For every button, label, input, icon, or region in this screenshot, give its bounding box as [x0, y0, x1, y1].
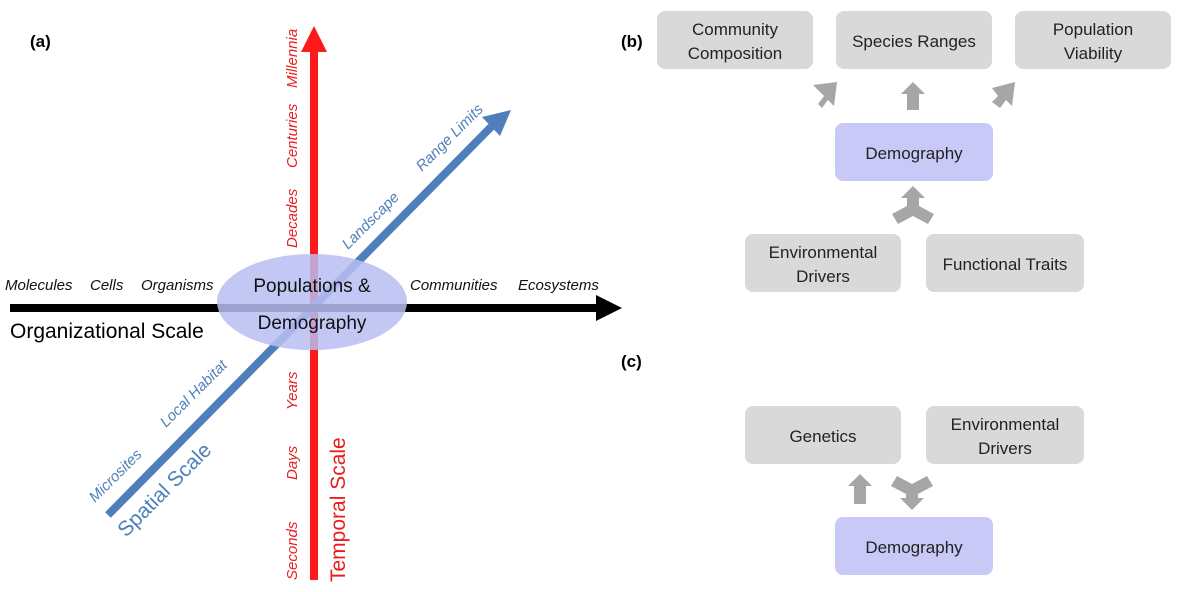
org-level-molecules: Molecules [5, 277, 73, 294]
box-population-viability-line1: Population [1053, 20, 1133, 39]
box-species-ranges-label: Species Ranges [852, 32, 976, 51]
arrow-inputs-to-demography [892, 186, 934, 224]
box-environmental-drivers-c [926, 406, 1084, 464]
panel-b-label: (b) [621, 32, 643, 51]
panel-a-label: (a) [30, 32, 51, 51]
box-genetics [745, 406, 901, 464]
arrow-environmental-to-demography [891, 476, 933, 510]
box-species-ranges [836, 11, 992, 69]
box-population-viability [1015, 11, 1171, 69]
temporal-scale-label: Temporal Scale [327, 437, 350, 582]
ellipse-title-line2: Demography [258, 313, 367, 334]
populations-demography-ellipse [217, 254, 407, 350]
temporal-level-years: Years [284, 371, 301, 410]
box-environmental-drivers-b [745, 234, 901, 292]
box-community-composition-line1: Community [692, 20, 778, 39]
organizational-scale-label: Organizational Scale [10, 320, 204, 343]
temporal-level-decades: Decades [284, 188, 301, 248]
org-level-organisms: Organisms [141, 277, 214, 294]
box-demography-c-label: Demography [865, 538, 963, 557]
box-environmental-drivers-c-line2: Drivers [978, 439, 1032, 458]
temporal-level-millennia: Millennia [284, 29, 301, 88]
arrow-to-population-viability [992, 82, 1015, 108]
box-genetics-label: Genetics [789, 427, 856, 446]
spatial-level-microsites: Microsites [86, 446, 146, 506]
org-level-cells: Cells [90, 277, 124, 294]
box-demography-b-label: Demography [865, 144, 963, 163]
box-demography-b [835, 123, 993, 181]
org-level-ecosystems: Ecosystems [518, 277, 599, 294]
temporal-level-days: Days [284, 445, 301, 480]
box-demography-c [835, 517, 993, 575]
arrow-demography-to-genetics [848, 474, 872, 504]
box-functional-traits [926, 234, 1084, 292]
temporal-axis-arrowhead [301, 26, 327, 52]
temporal-level-centuries: Centuries [284, 103, 301, 168]
box-environmental-drivers-b-line1: Environmental [769, 243, 878, 262]
arrow-to-species-ranges [901, 82, 925, 110]
ellipse-title-line1: Populations & [253, 276, 371, 297]
organizational-axis-arrowhead [596, 295, 622, 321]
box-community-composition [657, 11, 813, 69]
box-functional-traits-label: Functional Traits [943, 255, 1068, 274]
temporal-level-seconds: Seconds [284, 521, 301, 580]
spatial-axis-arrowhead [482, 110, 511, 136]
box-environmental-drivers-b-line2: Drivers [796, 267, 850, 286]
box-population-viability-line2: Viability [1064, 44, 1123, 63]
org-level-communities: Communities [410, 277, 498, 294]
spatial-level-local-habitat: Local Habitat [157, 356, 232, 431]
arrow-to-community-composition [813, 82, 837, 108]
box-community-composition-line2: Composition [688, 44, 783, 63]
box-environmental-drivers-c-line1: Environmental [951, 415, 1060, 434]
panel-c-label: (c) [621, 352, 642, 371]
